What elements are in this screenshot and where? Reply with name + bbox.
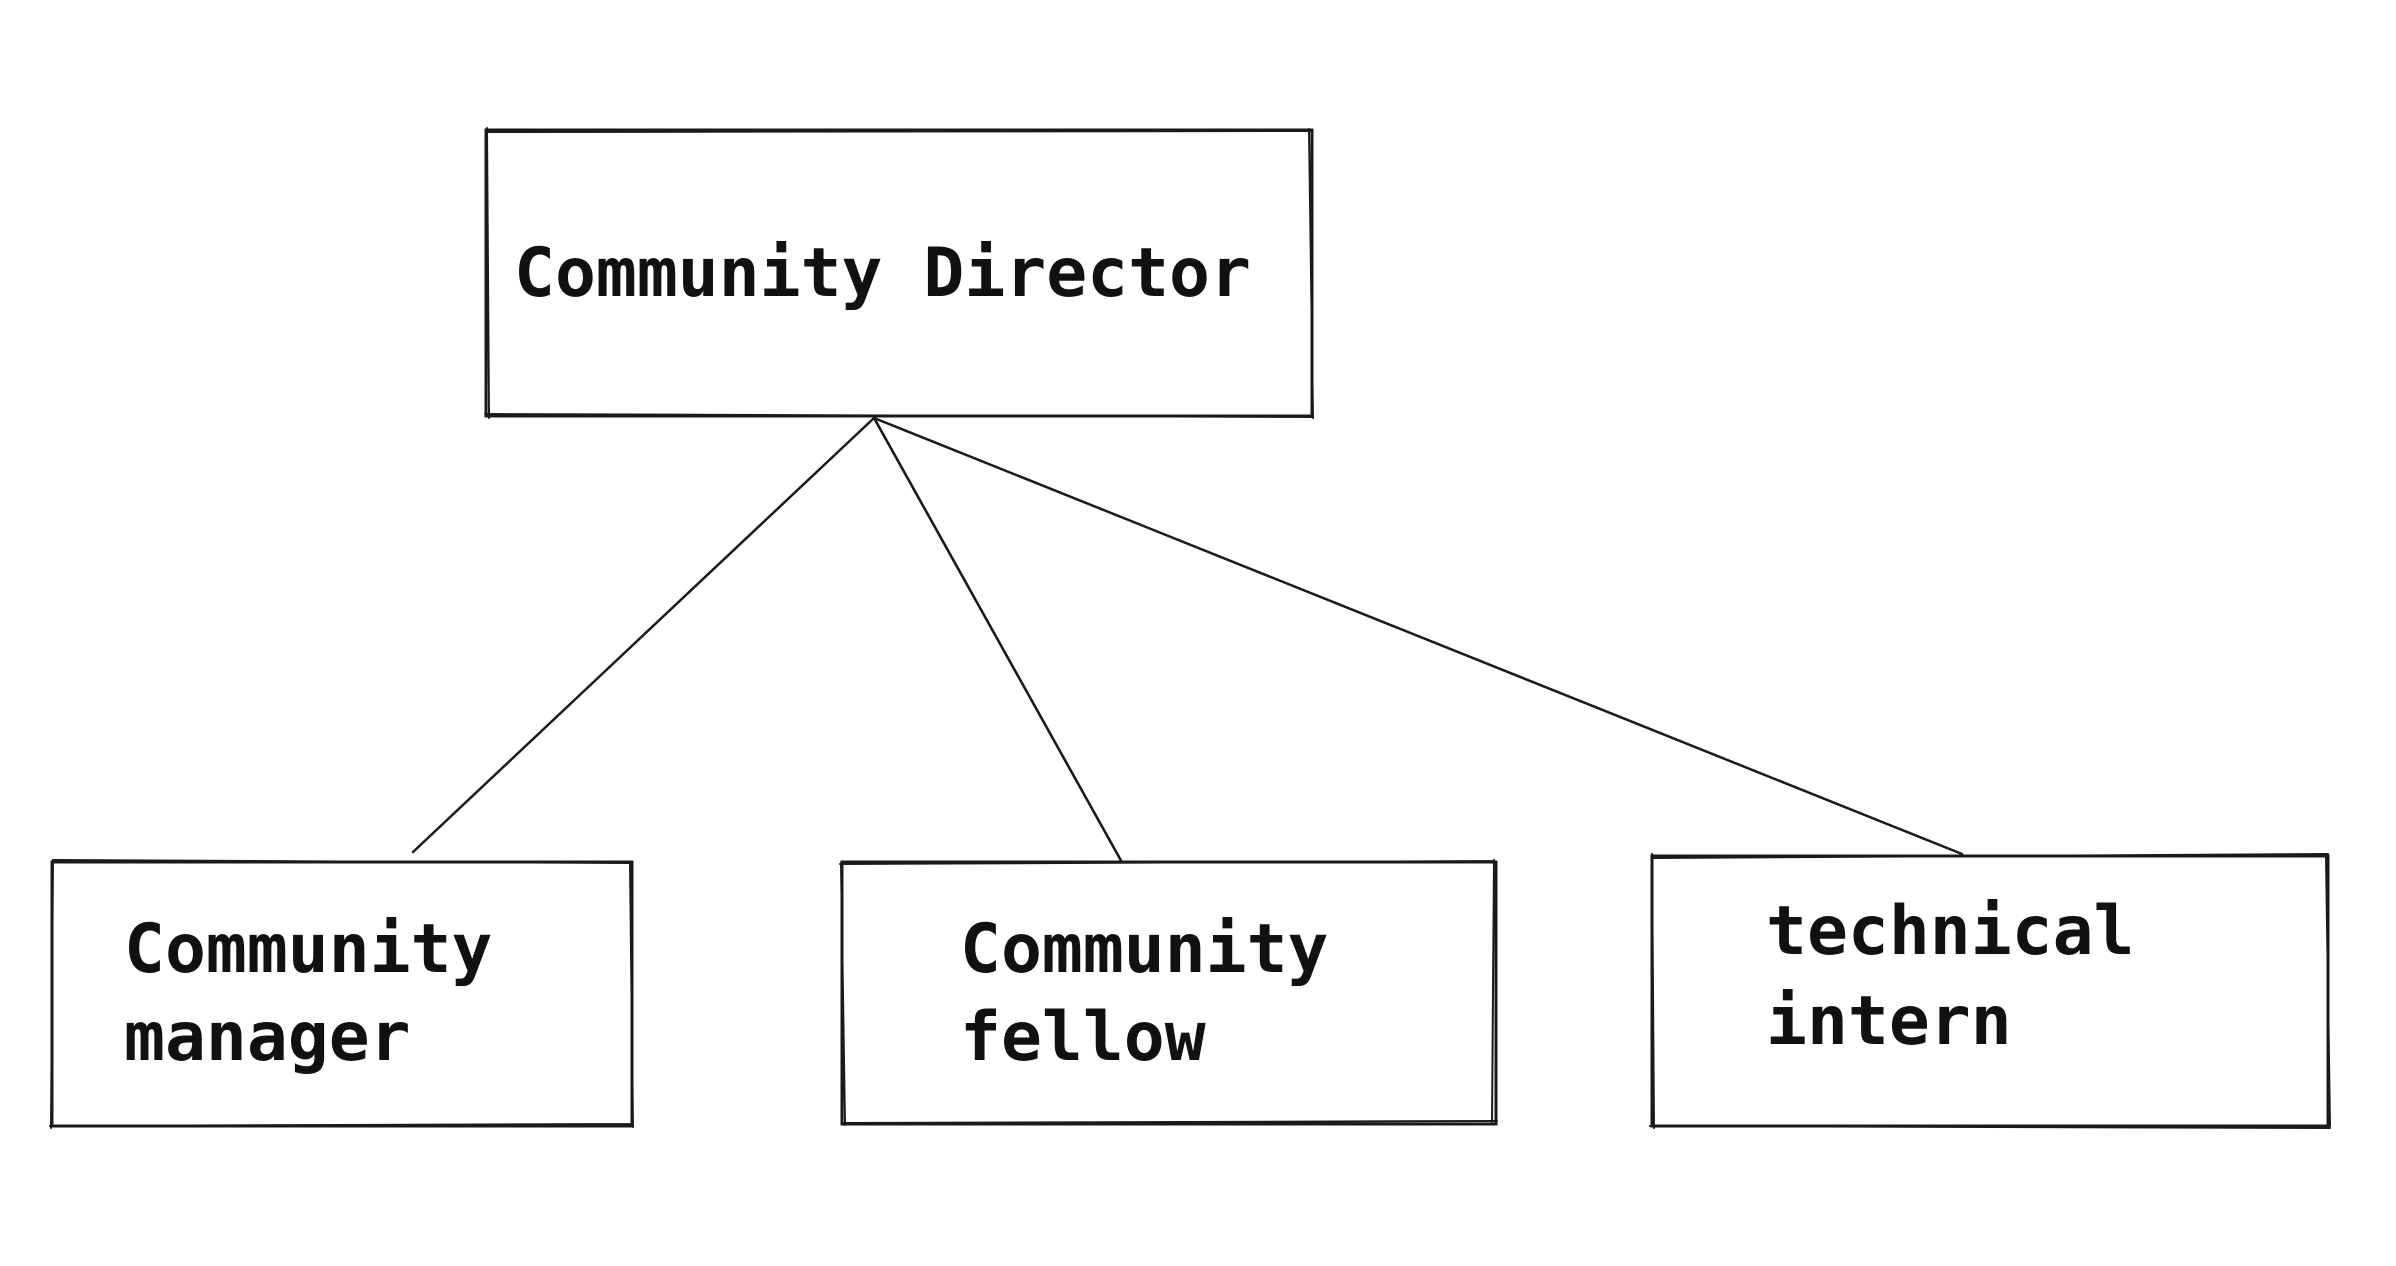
node-technical-intern: technical intern (1649, 853, 2331, 1129)
connectors (411, 416, 1964, 868)
edge-director-intern (872, 416, 1964, 856)
node-label-line: Community (124, 910, 492, 989)
edge-director-manager (411, 416, 876, 854)
node-label-line: technical (1766, 892, 2134, 971)
node-community-fellow: Community fellow (839, 859, 1498, 1126)
node-community-manager: Community manager (49, 859, 634, 1129)
node-label-line: manager (124, 998, 411, 1077)
node-community-director: Community Director (484, 127, 1314, 419)
node-label-line: fellow (960, 998, 1206, 1077)
node-label-line: Community (960, 910, 1328, 989)
node-label-line: intern (1766, 982, 2012, 1061)
node-label-line: Community Director (514, 234, 1251, 313)
